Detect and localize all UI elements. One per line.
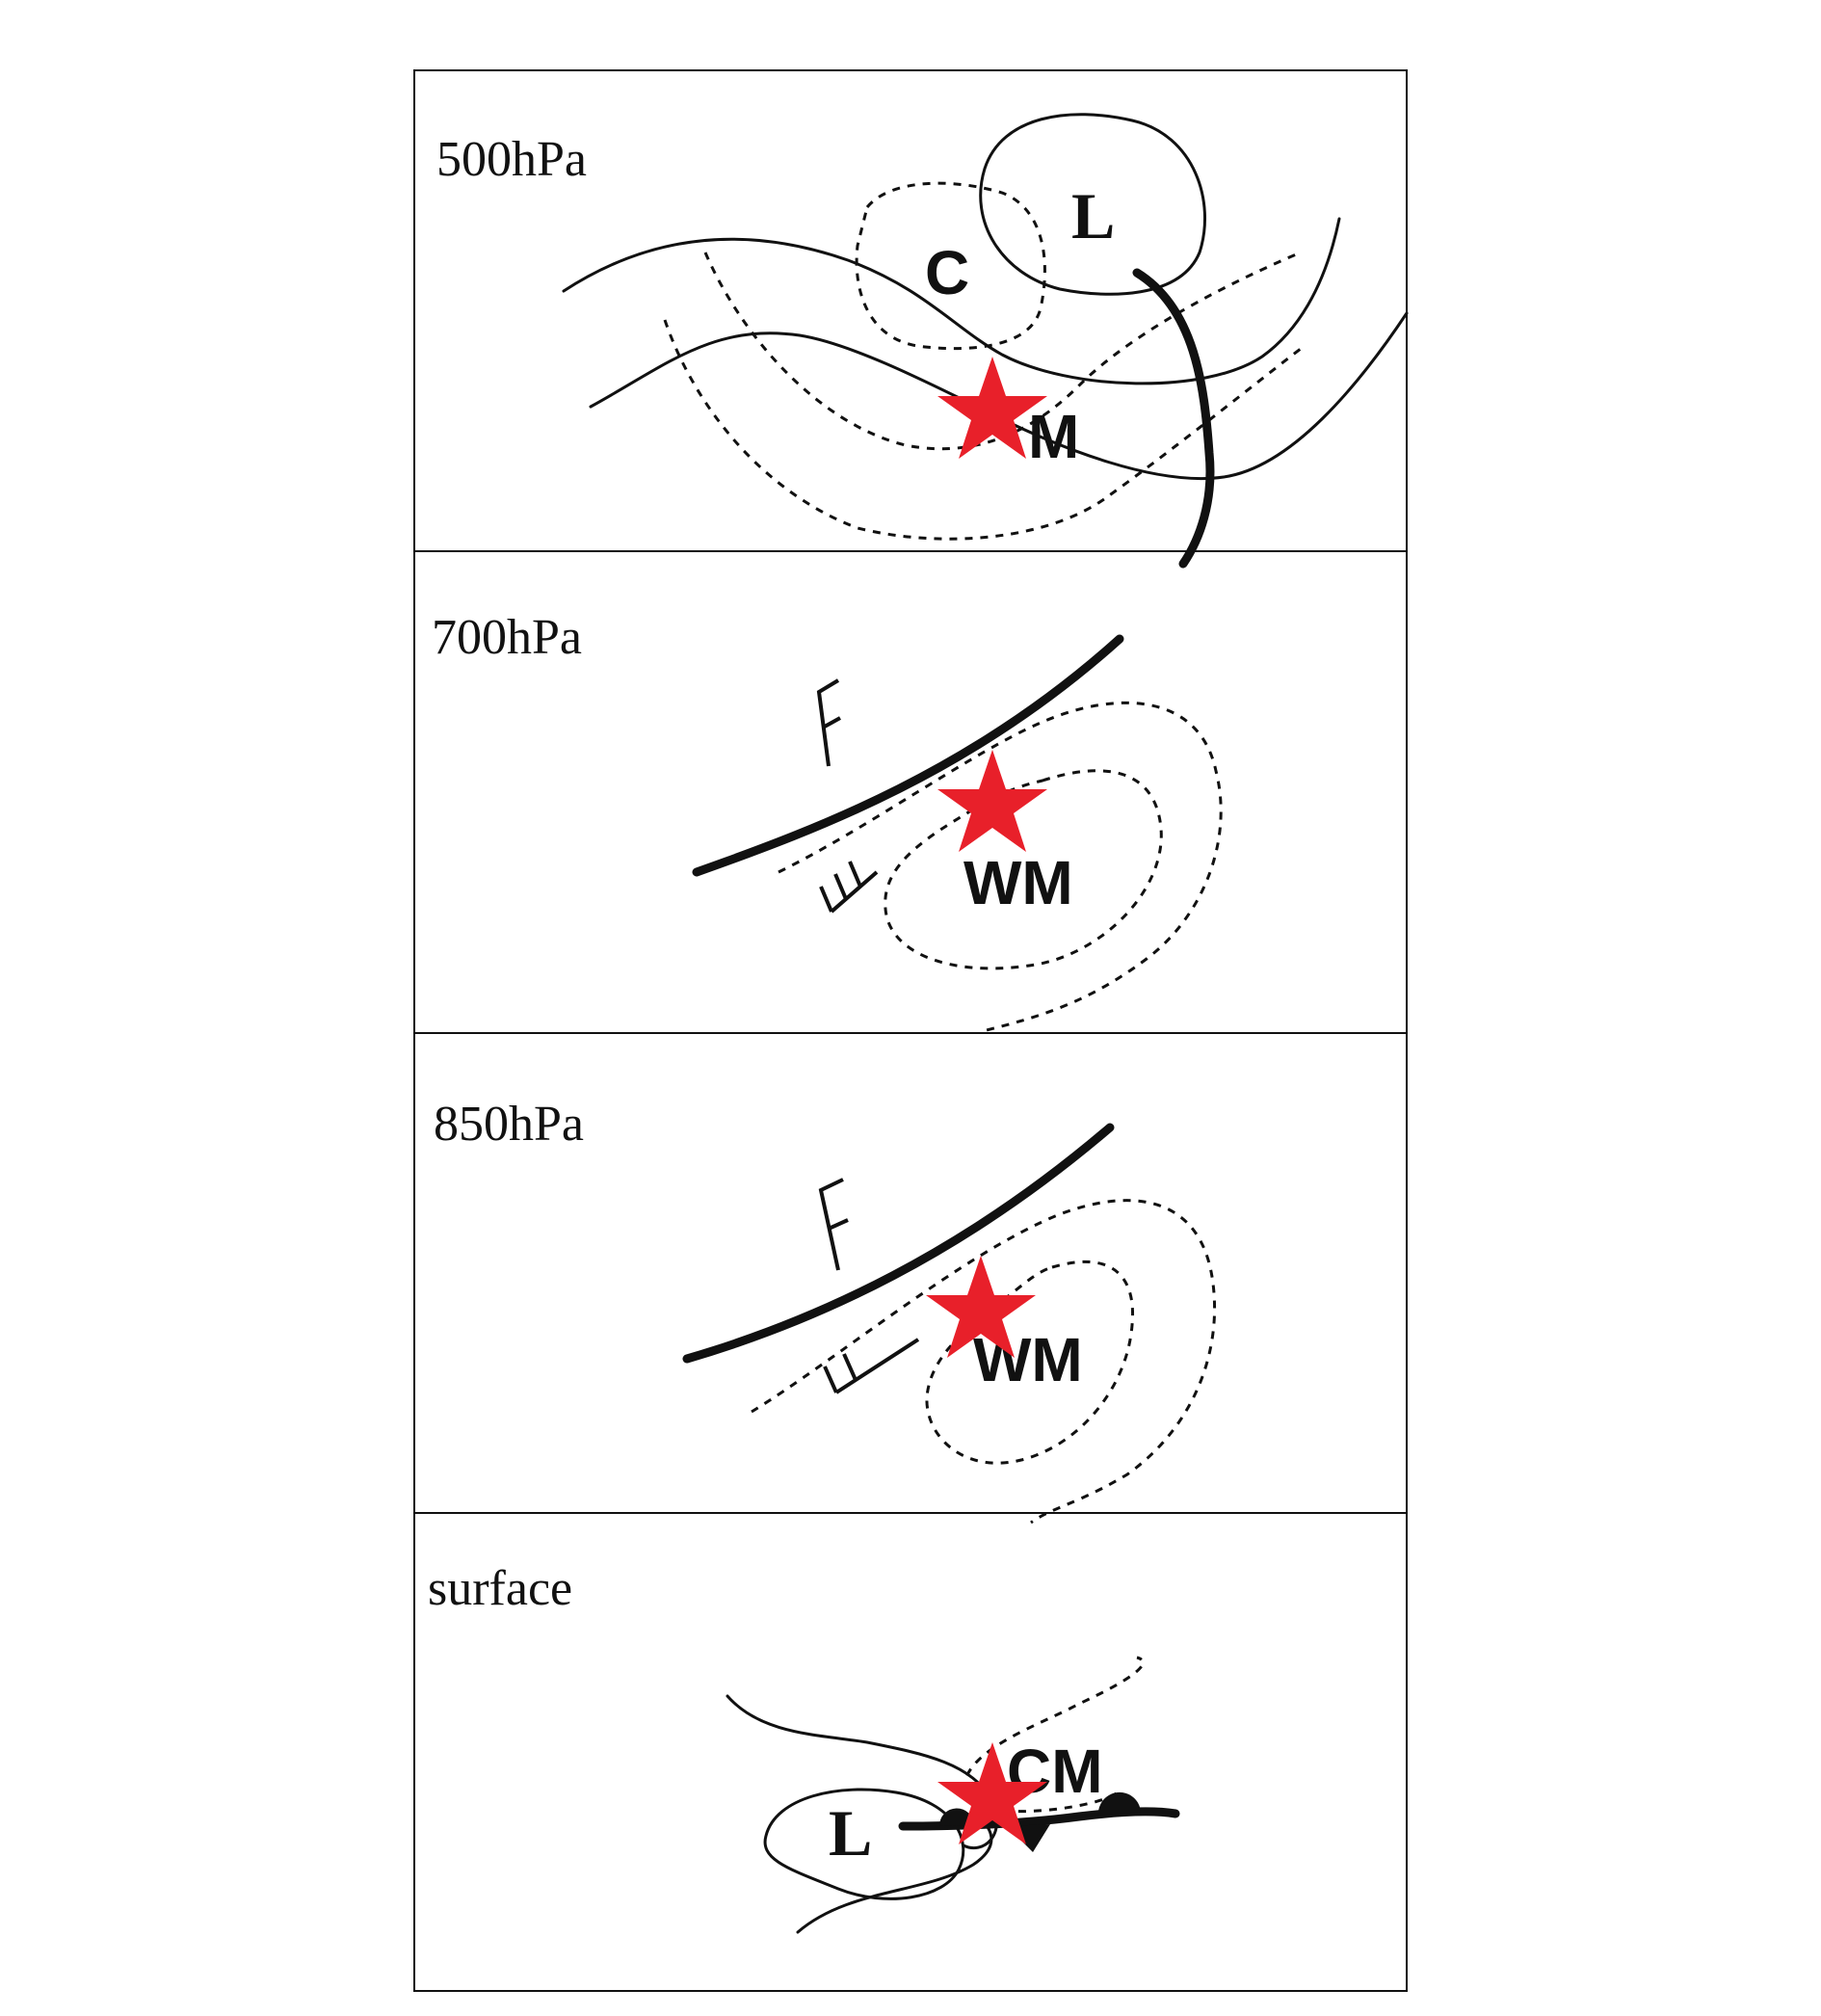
- level-label-500hpa: 500hPa: [436, 132, 587, 187]
- warm-front-bump-1: [938, 1808, 974, 1826]
- marker-label: WM: [963, 848, 1073, 917]
- star-marker: [926, 1256, 1036, 1358]
- panel-surface: surface L CM: [428, 1561, 1180, 1934]
- level-label-700hpa: 700hPa: [432, 610, 582, 665]
- warm-front-bump-2: [1097, 1791, 1141, 1816]
- panel-700hpa: 700hPa WM: [432, 610, 1223, 1033]
- star-marker: [937, 1742, 1047, 1844]
- trough-axis: [1132, 268, 1215, 569]
- cold-center-label: C: [925, 238, 969, 307]
- low-label: L: [829, 1796, 872, 1870]
- marker-label: M: [1028, 402, 1079, 471]
- height-contour-upper: [562, 217, 1341, 385]
- level-label-surface: surface: [428, 1561, 572, 1616]
- isobar-closed-low: [763, 1788, 965, 1900]
- wind-barb-north: [816, 678, 841, 767]
- isotherm-inner: [884, 769, 1163, 970]
- front-line: [692, 634, 1124, 877]
- low-label: L: [1071, 179, 1115, 252]
- level-label-850hpa: 850hPa: [434, 1097, 584, 1152]
- panel-500hpa: 500hPa L C M: [436, 113, 1409, 569]
- star-marker: [937, 357, 1047, 459]
- cold-center-isotherm: [855, 181, 1046, 351]
- isobar-lower: [796, 1812, 993, 1934]
- wind-barb-south: [823, 1338, 920, 1394]
- isotherm-outer: [751, 1199, 1217, 1525]
- front-line: [682, 1123, 1115, 1364]
- isotherm-outer: [778, 701, 1223, 1033]
- low-contour: [979, 113, 1207, 296]
- isobar-upper: [726, 1694, 999, 1850]
- diagram-frame: [413, 69, 1408, 1992]
- star-marker: [937, 750, 1047, 852]
- wind-barb-north: [818, 1178, 849, 1271]
- panel-850hpa: 850hPa WM: [434, 1097, 1217, 1525]
- wind-barb-south: [819, 861, 879, 914]
